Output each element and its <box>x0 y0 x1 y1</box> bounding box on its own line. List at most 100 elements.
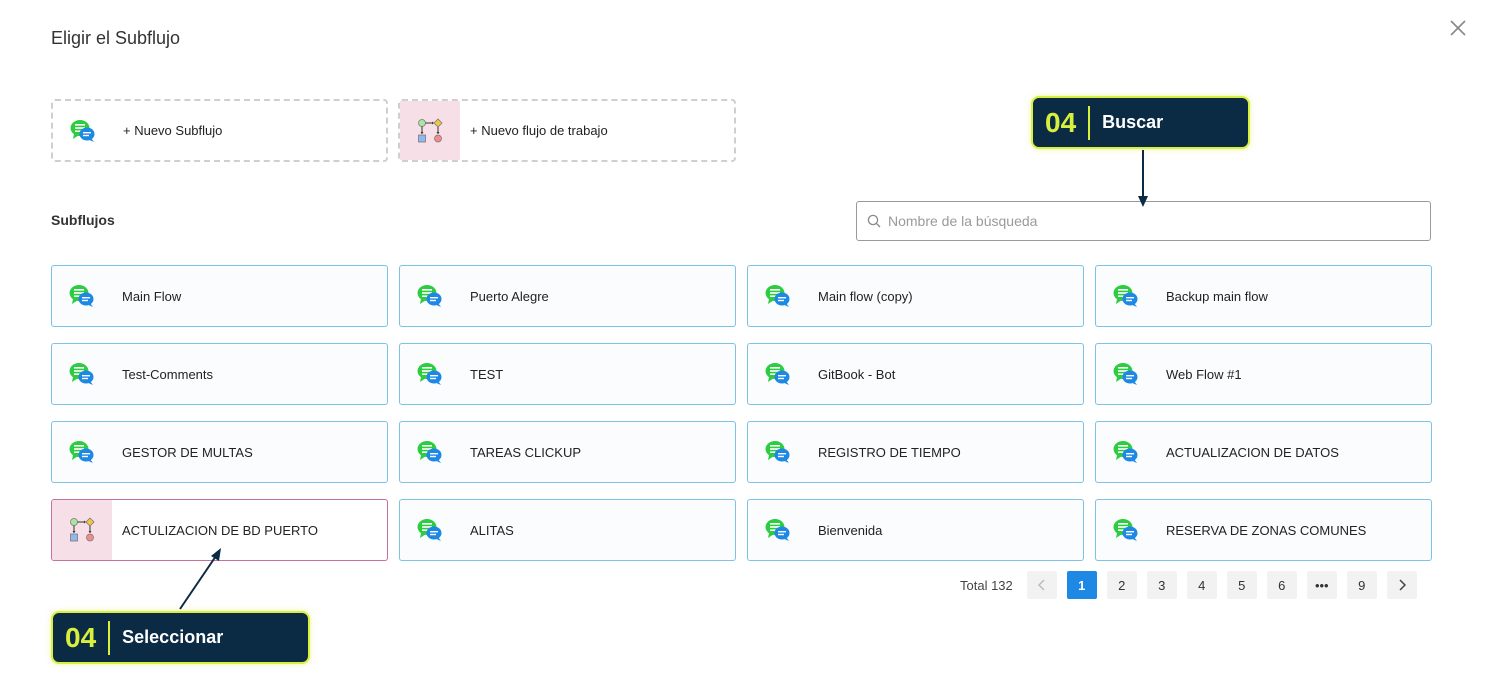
search-callout-divider <box>1088 105 1091 140</box>
page-button[interactable]: 6 <box>1266 571 1297 599</box>
search-icon <box>867 214 881 228</box>
close-button[interactable] <box>1446 16 1470 40</box>
subflow-card[interactable]: ALITAS <box>399 499 736 561</box>
subflow-card[interactable]: Main flow (copy) <box>747 265 1084 327</box>
new-subflow-button[interactable]: + Nuevo Subflujo <box>51 99 388 162</box>
subflow-card-icon-slot <box>52 500 112 560</box>
page-button[interactable]: 1 <box>1066 571 1097 599</box>
close-icon <box>1450 20 1466 36</box>
subflow-card-label: Backup main flow <box>1166 288 1268 304</box>
page-button[interactable]: 4 <box>1186 571 1217 599</box>
select-callout-text: Seleccionar <box>122 627 224 647</box>
subflow-card-icon-slot <box>52 344 112 404</box>
chat-bubbles-icon <box>765 441 790 463</box>
subflow-card[interactable]: Backup main flow <box>1095 265 1432 327</box>
subflow-card[interactable]: Test-Comments <box>51 343 388 405</box>
subflow-card-label: GESTOR DE MULTAS <box>122 444 253 460</box>
section-label: Subflujos <box>51 212 115 228</box>
subflow-card-label: RESERVA DE ZONAS COMUNES <box>1166 522 1367 538</box>
page-button[interactable]: 5 <box>1226 571 1257 599</box>
subflow-card-icon-slot <box>748 422 808 482</box>
subflow-card-label: ACTULIZACION DE BD PUERTO <box>122 522 318 538</box>
subflow-card-icon-slot <box>1096 500 1156 560</box>
subflow-card[interactable]: ACTUALIZACION DE DATOS <box>1095 421 1432 483</box>
chat-bubbles-icon <box>1113 519 1138 541</box>
subflow-card[interactable]: RESERVA DE ZONAS COMUNES <box>1095 499 1432 561</box>
next-page-button[interactable] <box>1386 571 1417 599</box>
chat-bubbles-icon <box>69 363 94 385</box>
chat-bubbles-icon <box>765 363 790 385</box>
new-subflow-label: + Nuevo Subflujo <box>123 123 223 138</box>
chat-bubbles-icon <box>417 363 442 385</box>
subflow-card-label: ACTUALIZACION DE DATOS <box>1166 444 1339 460</box>
subflow-card[interactable]: Web Flow #1 <box>1095 343 1432 405</box>
chat-bubbles-icon <box>1113 441 1138 463</box>
chat-bubbles-icon <box>70 119 95 142</box>
subflow-card-label: Puerto Alegre <box>470 288 549 304</box>
subflow-card-label: TAREAS CLICKUP <box>470 444 582 460</box>
subflow-grid: Main Flow Puerto Alegre Main flow (copy)… <box>51 265 1432 561</box>
subflow-card[interactable]: Bienvenida <box>747 499 1084 561</box>
subflow-card-icon-slot <box>400 422 460 482</box>
subflow-card-icon-slot <box>1096 266 1156 326</box>
subflow-card-label: Test-Comments <box>122 366 214 382</box>
subflow-card-label: TEST <box>470 366 504 382</box>
subflow-card[interactable]: REGISTRO DE TIEMPO <box>747 421 1084 483</box>
select-callout-divider <box>108 620 111 655</box>
subflow-card[interactable]: GESTOR DE MULTAS <box>51 421 388 483</box>
prev-page-button[interactable] <box>1026 571 1057 599</box>
subflow-card-label: Bienvenida <box>818 522 883 538</box>
subflow-card-label: Main flow (copy) <box>818 288 913 304</box>
page-button[interactable]: 2 <box>1106 571 1137 599</box>
new-subflow-icon-slot <box>53 101 113 160</box>
chevron-left-icon <box>1037 579 1045 591</box>
subflow-card-icon-slot <box>1096 422 1156 482</box>
subflow-card[interactable]: TAREAS CLICKUP <box>399 421 736 483</box>
new-workflow-button[interactable]: + Nuevo flujo de trabajo <box>398 99 736 162</box>
workflow-diagram-icon <box>418 117 443 142</box>
subflow-card-icon-slot <box>748 500 808 560</box>
chat-bubbles-icon <box>69 285 94 307</box>
search-callout-number: 04 <box>1045 106 1077 138</box>
subflow-card-icon-slot <box>1096 344 1156 404</box>
subflow-card-icon-slot <box>748 344 808 404</box>
search-callout: 04 Buscar <box>1031 96 1250 149</box>
modal-title: Eligir el Subflujo <box>51 28 181 48</box>
subflow-card-label: GitBook - Bot <box>818 366 896 382</box>
subflow-card-label: REGISTRO DE TIEMPO <box>818 444 961 460</box>
chat-bubbles-icon <box>765 285 790 307</box>
chevron-right-icon <box>1399 579 1406 591</box>
chat-bubbles-icon <box>417 519 442 541</box>
subflow-card-icon-slot <box>748 266 808 326</box>
subflow-card-icon-slot <box>400 500 460 560</box>
new-workflow-icon-slot <box>400 101 460 160</box>
page-button[interactable]: 3 <box>1146 571 1177 599</box>
subflow-card[interactable]: ACTULIZACION DE BD PUERTO <box>51 499 388 561</box>
subflow-card-icon-slot <box>400 266 460 326</box>
subflow-card[interactable]: Puerto Alegre <box>399 265 736 327</box>
search-input[interactable] <box>888 202 1430 240</box>
subflow-card[interactable]: Main Flow <box>51 265 388 327</box>
chat-bubbles-icon <box>1113 363 1138 385</box>
chat-bubbles-icon <box>1113 285 1138 307</box>
chat-bubbles-icon <box>69 441 94 463</box>
subflow-card[interactable]: TEST <box>399 343 736 405</box>
subflow-card-label: ALITAS <box>470 522 514 538</box>
subflow-card-label: Main Flow <box>122 288 182 304</box>
chat-bubbles-icon <box>765 519 790 541</box>
chat-bubbles-icon <box>417 441 442 463</box>
search-callout-arrow <box>1138 150 1148 207</box>
search-callout-text: Buscar <box>1102 112 1164 132</box>
workflow-diagram-icon <box>70 517 95 542</box>
subflow-card-icon-slot <box>400 344 460 404</box>
subflow-card[interactable]: GitBook - Bot <box>747 343 1084 405</box>
page-button[interactable]: 9 <box>1346 571 1377 599</box>
page-ellipsis-button[interactable]: ••• <box>1306 571 1337 599</box>
select-callout-number: 04 <box>65 621 97 653</box>
search-box[interactable] <box>856 201 1431 241</box>
new-workflow-label: + Nuevo flujo de trabajo <box>470 123 608 138</box>
pagination-total: Total 132 <box>960 577 1013 593</box>
subflow-card-label: Web Flow #1 <box>1166 366 1242 382</box>
